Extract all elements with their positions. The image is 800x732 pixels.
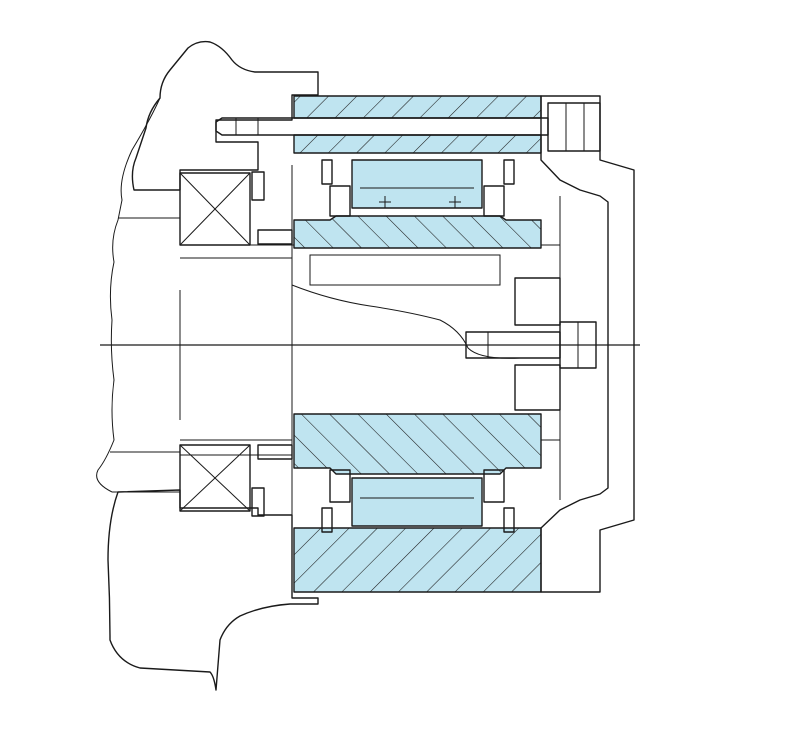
housing-wall (96, 40, 319, 691)
inner-ring-upper (293, 215, 542, 249)
spacer-ring-upper (251, 171, 293, 245)
spacer-ring-lower (251, 444, 293, 517)
ball-bearing-upper (179, 172, 251, 246)
cage-lower (321, 469, 515, 533)
housing-outline-left (96, 97, 161, 493)
inner-ring-lower (293, 413, 542, 475)
outer-ring-upper (293, 95, 542, 154)
end-cap (514, 95, 635, 593)
ball-bearing-lower (179, 444, 251, 512)
outer-ring-lower (293, 527, 542, 593)
cage-upper (321, 159, 515, 217)
center-screw (465, 321, 597, 369)
